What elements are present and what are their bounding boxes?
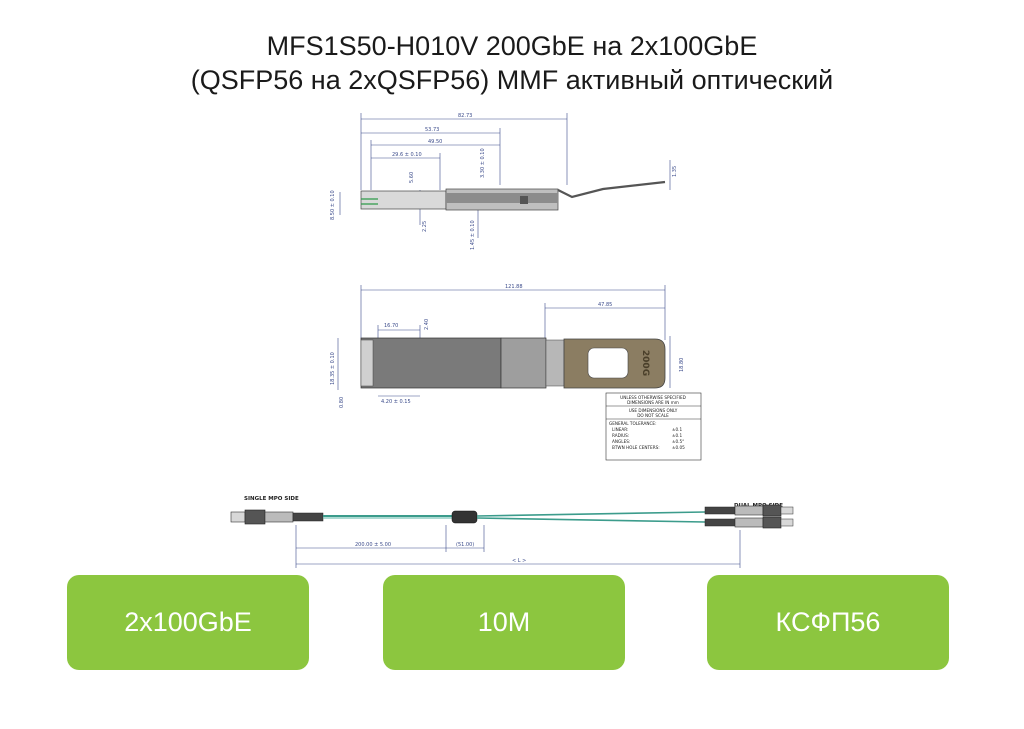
notes-scale-1: USE DIMENSIONS ONLY xyxy=(629,408,678,413)
cable-dim-length: < L > xyxy=(512,558,526,564)
notes-row-key: ANGLES: xyxy=(612,439,630,444)
title-line-1: MFS1S50-H010V 200GbE на 2x100GbE xyxy=(266,31,758,61)
pull-tab-label: 200G xyxy=(640,350,650,376)
dim-label: 0.80 xyxy=(339,397,345,408)
side-view-dimension-labels: 82.73 53.73 49.50 29.6 ± 0.10 5.60 3.30 … xyxy=(330,113,678,250)
dim-label: 82.73 xyxy=(458,113,472,119)
notes-scale-2: DO NOT SCALE xyxy=(637,413,669,418)
notes-row-value: ±0.5° xyxy=(672,439,684,444)
spec-button-label: 10M xyxy=(477,607,531,637)
dim-label: 53.73 xyxy=(425,127,439,133)
dim-label: 8.50 ± 0.10 xyxy=(330,190,336,220)
dim-label: 47.85 xyxy=(598,302,612,308)
dim-label: 4.20 ± 0.15 xyxy=(381,399,411,405)
dim-label: 2.25 xyxy=(422,221,428,232)
notes-header-1: UNLESS OTHERWISE SPECIFIED xyxy=(620,395,686,400)
top-view: 200G xyxy=(337,285,671,397)
spec-button-length[interactable]: 10M xyxy=(383,575,625,670)
title-clip-mask xyxy=(300,97,730,109)
notes-row-key: BTWN HOLE CENTERS: xyxy=(612,445,660,450)
dim-label: 29.6 ± 0.10 xyxy=(392,152,422,158)
dim-label: 2.40 xyxy=(424,319,430,330)
dim-label: 18.80 xyxy=(679,358,685,372)
dim-label: 16.70 xyxy=(384,323,398,329)
notes-row-key: LINEAR: xyxy=(612,427,628,432)
dim-label: 3.30 ± 0.10 xyxy=(480,148,486,178)
spec-button-label: КСФП56 xyxy=(775,607,881,637)
dim-label: 49.50 xyxy=(428,139,442,145)
notes-header-2: DIMENSIONS ARE IN mm xyxy=(627,400,679,405)
tolerance-notes-box: UNLESS OTHERWISE SPECIFIED DIMENSIONS AR… xyxy=(605,392,702,461)
dim-label: 18.35 ± 0.10 xyxy=(330,352,336,385)
notes-row-value: ±0.1 xyxy=(672,433,683,438)
dim-label: 1.35 xyxy=(672,166,678,177)
dim-label: 121.88 xyxy=(505,284,523,290)
title-line-2: (QSFP56 на 2xQSFP56) MMF активный оптиче… xyxy=(190,65,834,95)
cable-dim-200: 200.00 ± 5.00 xyxy=(355,542,391,548)
dim-label: 5.60 xyxy=(409,172,415,183)
spec-button-form-factor[interactable]: КСФП56 xyxy=(707,575,949,670)
notes-row-value: ±0.1 xyxy=(672,427,683,432)
spec-button-speed[interactable]: 2x100GbE xyxy=(67,575,309,670)
dim-label: 1.45 ± 0.10 xyxy=(470,220,476,250)
notes-tolerance-title: GENERAL TOLERANCE: xyxy=(609,421,657,426)
side-view xyxy=(339,113,671,238)
spec-button-label: 2x100GbE xyxy=(124,607,252,637)
notes-row-key: RADIUS: xyxy=(612,433,629,438)
cable-dim-51: (51.00) xyxy=(456,542,474,548)
single-mpo-side-label: SINGLE MPO SIDE xyxy=(244,496,299,502)
top-view-dimension-labels: 121.88 47.85 16.70 2.40 18.35 ± 0.10 18.… xyxy=(330,284,685,408)
cable-assembly: SINGLE MPO SIDE DUAL MPO SIDE xyxy=(230,496,794,568)
notes-row-value: ±0.05 xyxy=(672,445,685,450)
